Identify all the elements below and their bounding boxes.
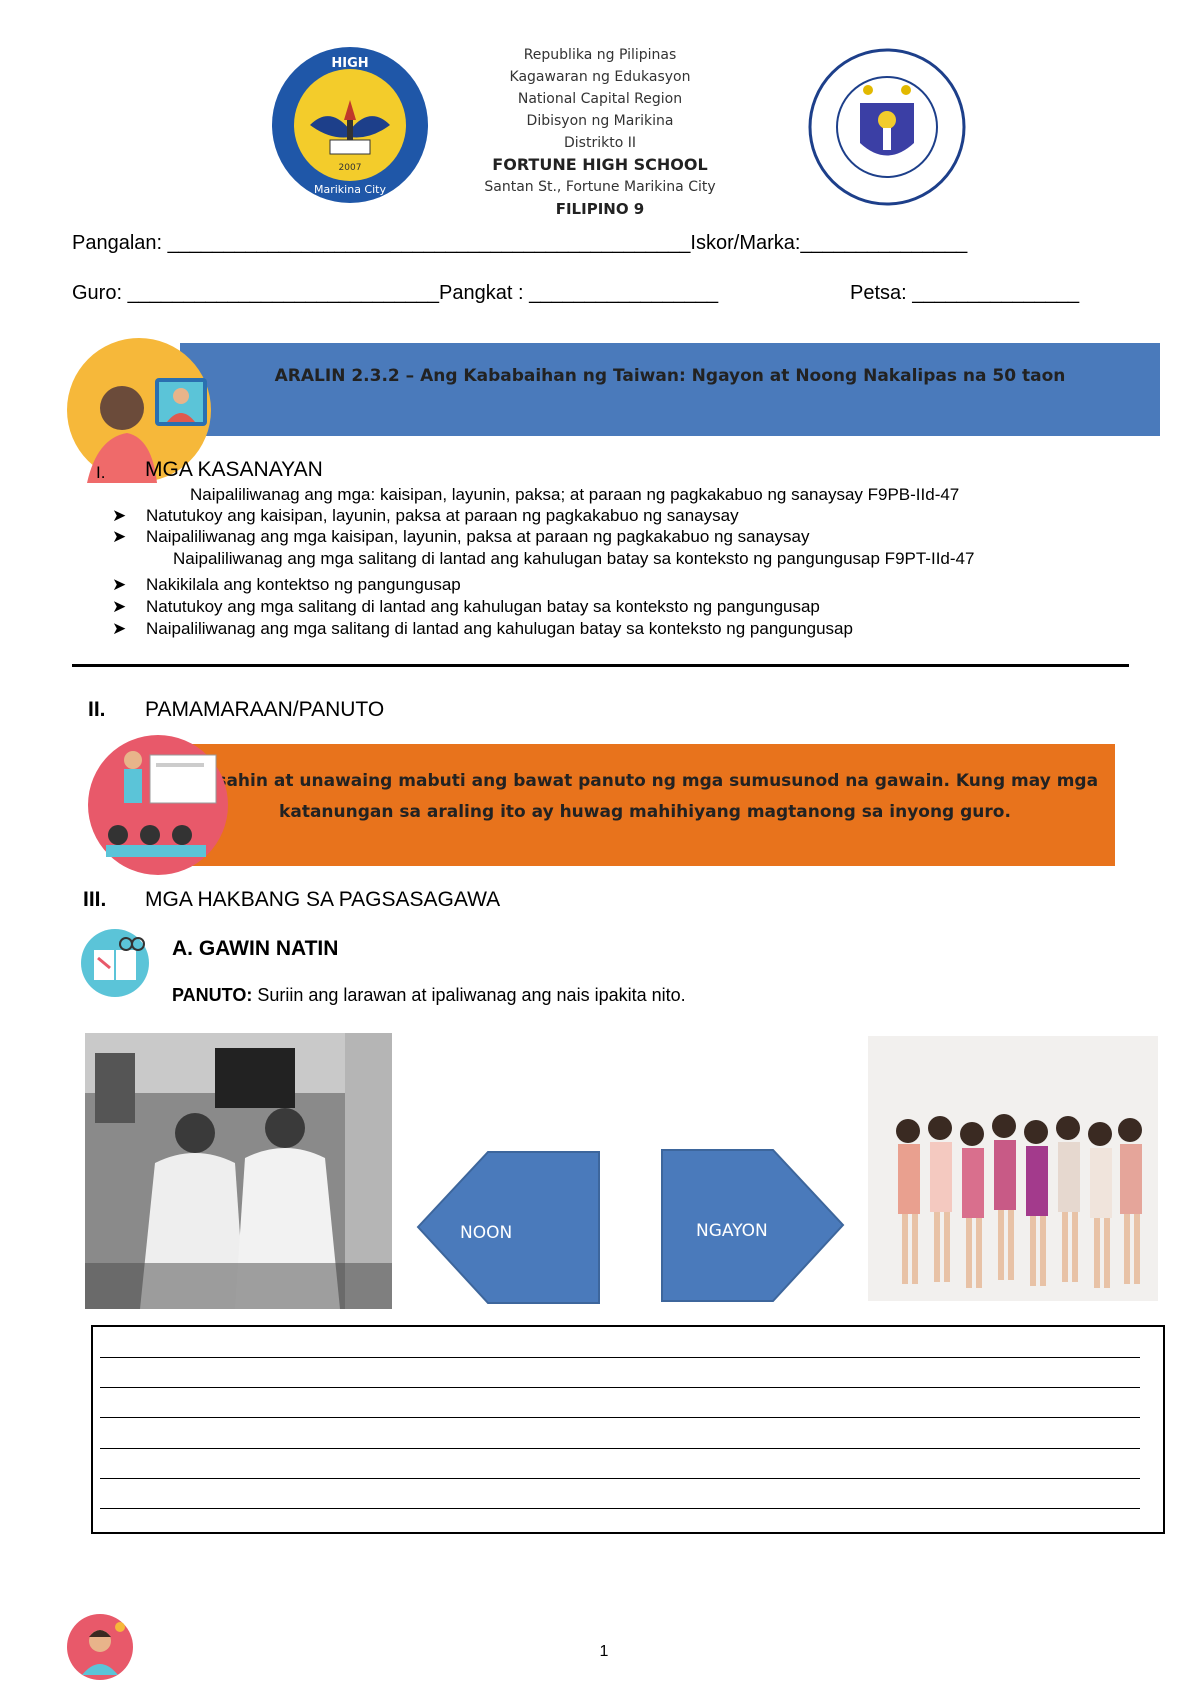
svg-text:HIGH: HIGH: [331, 56, 368, 71]
arrow-bullet-icon: ➤: [112, 575, 127, 594]
arrow-right-shape: [660, 1148, 845, 1303]
lesson-banner: [180, 343, 1160, 436]
header-line: Distrikto II: [564, 135, 636, 151]
svg-text:Marikina City: Marikina City: [314, 183, 386, 196]
competency-text: Naipaliliwanag ang mga: kaisipan, layuni…: [190, 485, 960, 504]
student-idea-icon: [66, 1613, 134, 1681]
subject-title: FILIPINO 9: [555, 200, 645, 218]
objective-item: ➤: [112, 506, 126, 526]
deped-logo: [808, 48, 966, 206]
school-address: Santan St., Fortune Marikina City: [484, 179, 716, 195]
arrow-right-label: NGAYON: [696, 1221, 768, 1241]
online-class-icon: [67, 338, 212, 483]
section-title: PAMAMARAAN/PANUTO: [145, 698, 385, 721]
header-line: Kagawaran ng Edukasyon: [509, 69, 691, 85]
svg-text:2007: 2007: [339, 163, 362, 173]
school-logo: HIGH Marikina City 2007: [270, 45, 430, 205]
competency-text: Naipaliliwanag ang mga salitang di lanta…: [173, 549, 975, 568]
header-line: Dibisyon ng Marikina: [526, 113, 674, 129]
objective-text: Naipaliliwanag ang mga salitang di lanta…: [146, 619, 853, 638]
date-field[interactable]: Petsa: _______________: [850, 282, 1080, 304]
arrow-left-label: NOON: [460, 1223, 513, 1243]
answer-line[interactable]: [100, 1448, 1140, 1449]
section-numeral: I.: [96, 463, 106, 482]
answer-line[interactable]: [100, 1357, 1140, 1358]
header-block: Republika ng Pilipinas Kagawaran ng Eduk…: [430, 44, 770, 220]
arrow-bullet-icon: ➤: [112, 506, 127, 525]
objective-item: ➤: [112, 527, 126, 547]
old-photo-women: [85, 1033, 392, 1309]
teacher-presenting-icon: [88, 735, 228, 875]
answer-line[interactable]: [100, 1417, 1140, 1418]
objective-item: ➤: [112, 575, 126, 595]
lesson-title: ARALIN 2.3.2 – Ang Kababaihan ng Taiwan:…: [274, 366, 1066, 386]
panuto-line: PANUTO: Suriin ang larawan at ipaliwanag…: [172, 985, 686, 1006]
header-line: National Capital Region: [517, 91, 683, 107]
arrow-bullet-icon: ➤: [112, 619, 127, 638]
subsection-title: A. GAWIN NATIN: [172, 937, 339, 960]
teacher-section-field[interactable]: Guro: ____________________________Pangka…: [72, 282, 719, 304]
arrow-left-shape: [416, 1150, 601, 1305]
divider: [72, 664, 1129, 667]
instruction-text: Basahin at unawaing mabuti ang bawat pan…: [175, 766, 1115, 828]
objective-item: ➤: [112, 619, 126, 639]
page-number: 1: [599, 1643, 609, 1660]
answer-line[interactable]: [100, 1387, 1140, 1388]
section-numeral: III.: [83, 888, 107, 911]
answer-box[interactable]: [91, 1325, 1165, 1534]
name-score-field[interactable]: Pangalan: ______________________________…: [72, 232, 968, 254]
answer-line[interactable]: [100, 1478, 1140, 1479]
arrow-bullet-icon: ➤: [112, 527, 127, 546]
instruction-line: katanungan sa araling ito ay huwag mahih…: [279, 802, 1011, 822]
modern-photo-women: [868, 1036, 1158, 1301]
section-numeral: II.: [88, 698, 106, 721]
objective-item: ➤: [112, 597, 126, 617]
instruction-line: Basahin at unawaing mabuti ang bawat pan…: [191, 771, 1099, 791]
answer-line[interactable]: [100, 1508, 1140, 1509]
school-name: FORTUNE HIGH SCHOOL: [492, 155, 708, 174]
objective-text: Naipaliliwanag ang mga kaisipan, layunin…: [146, 527, 810, 546]
section-title: MGA KASANAYAN: [145, 458, 323, 481]
instruction-banner: [175, 744, 1115, 866]
objective-text: Nakikilala ang kontektso ng pangungusap: [146, 575, 461, 594]
study-book-icon: [80, 928, 150, 998]
panuto-text: Suriin ang larawan at ipaliwanag ang nai…: [252, 985, 686, 1005]
objective-text: Natutukoy ang mga salitang di lantad ang…: [146, 597, 820, 616]
section-title: MGA HAKBANG SA PAGSASAGAWA: [145, 888, 501, 911]
objective-text: Natutukoy ang kaisipan, layunin, paksa a…: [146, 506, 739, 525]
header-line: Republika ng Pilipinas: [523, 47, 677, 63]
panuto-label: PANUTO:: [172, 985, 253, 1005]
arrow-bullet-icon: ➤: [112, 597, 127, 616]
